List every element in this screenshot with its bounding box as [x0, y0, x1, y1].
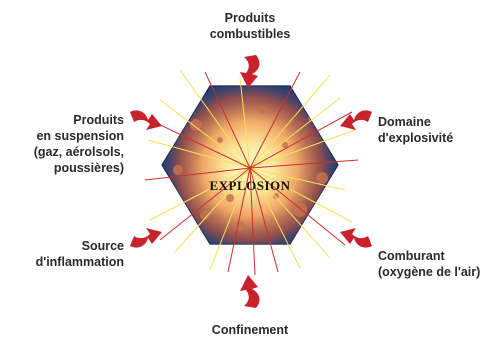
debris-particles [173, 106, 328, 231]
factor-upper-right-label: Domaine d'explosivité [378, 115, 454, 145]
arrow-upper-left-icon [130, 110, 162, 130]
arrow-bottom-icon [240, 275, 260, 308]
arrow-upper-right-icon [340, 110, 372, 130]
explosion-rays [144, 69, 359, 276]
arrow-top-icon [240, 55, 260, 88]
factor-lower-left-label: Source d'inflammation [35, 239, 124, 269]
arrow-lower-left-icon [130, 228, 162, 248]
factor-bottom-label: Confinement [211, 323, 289, 337]
factor-upper-left-label: Produits en suspension (gaz, aérolsols, … [33, 113, 124, 175]
arrow-lower-right-icon [340, 228, 372, 248]
arrows [130, 55, 372, 308]
center-label: Explosion [209, 178, 291, 193]
factor-lower-right-label: Comburant (oxygène de l'air) [378, 249, 481, 279]
factor-top-label: Produits combustibles [209, 11, 291, 41]
